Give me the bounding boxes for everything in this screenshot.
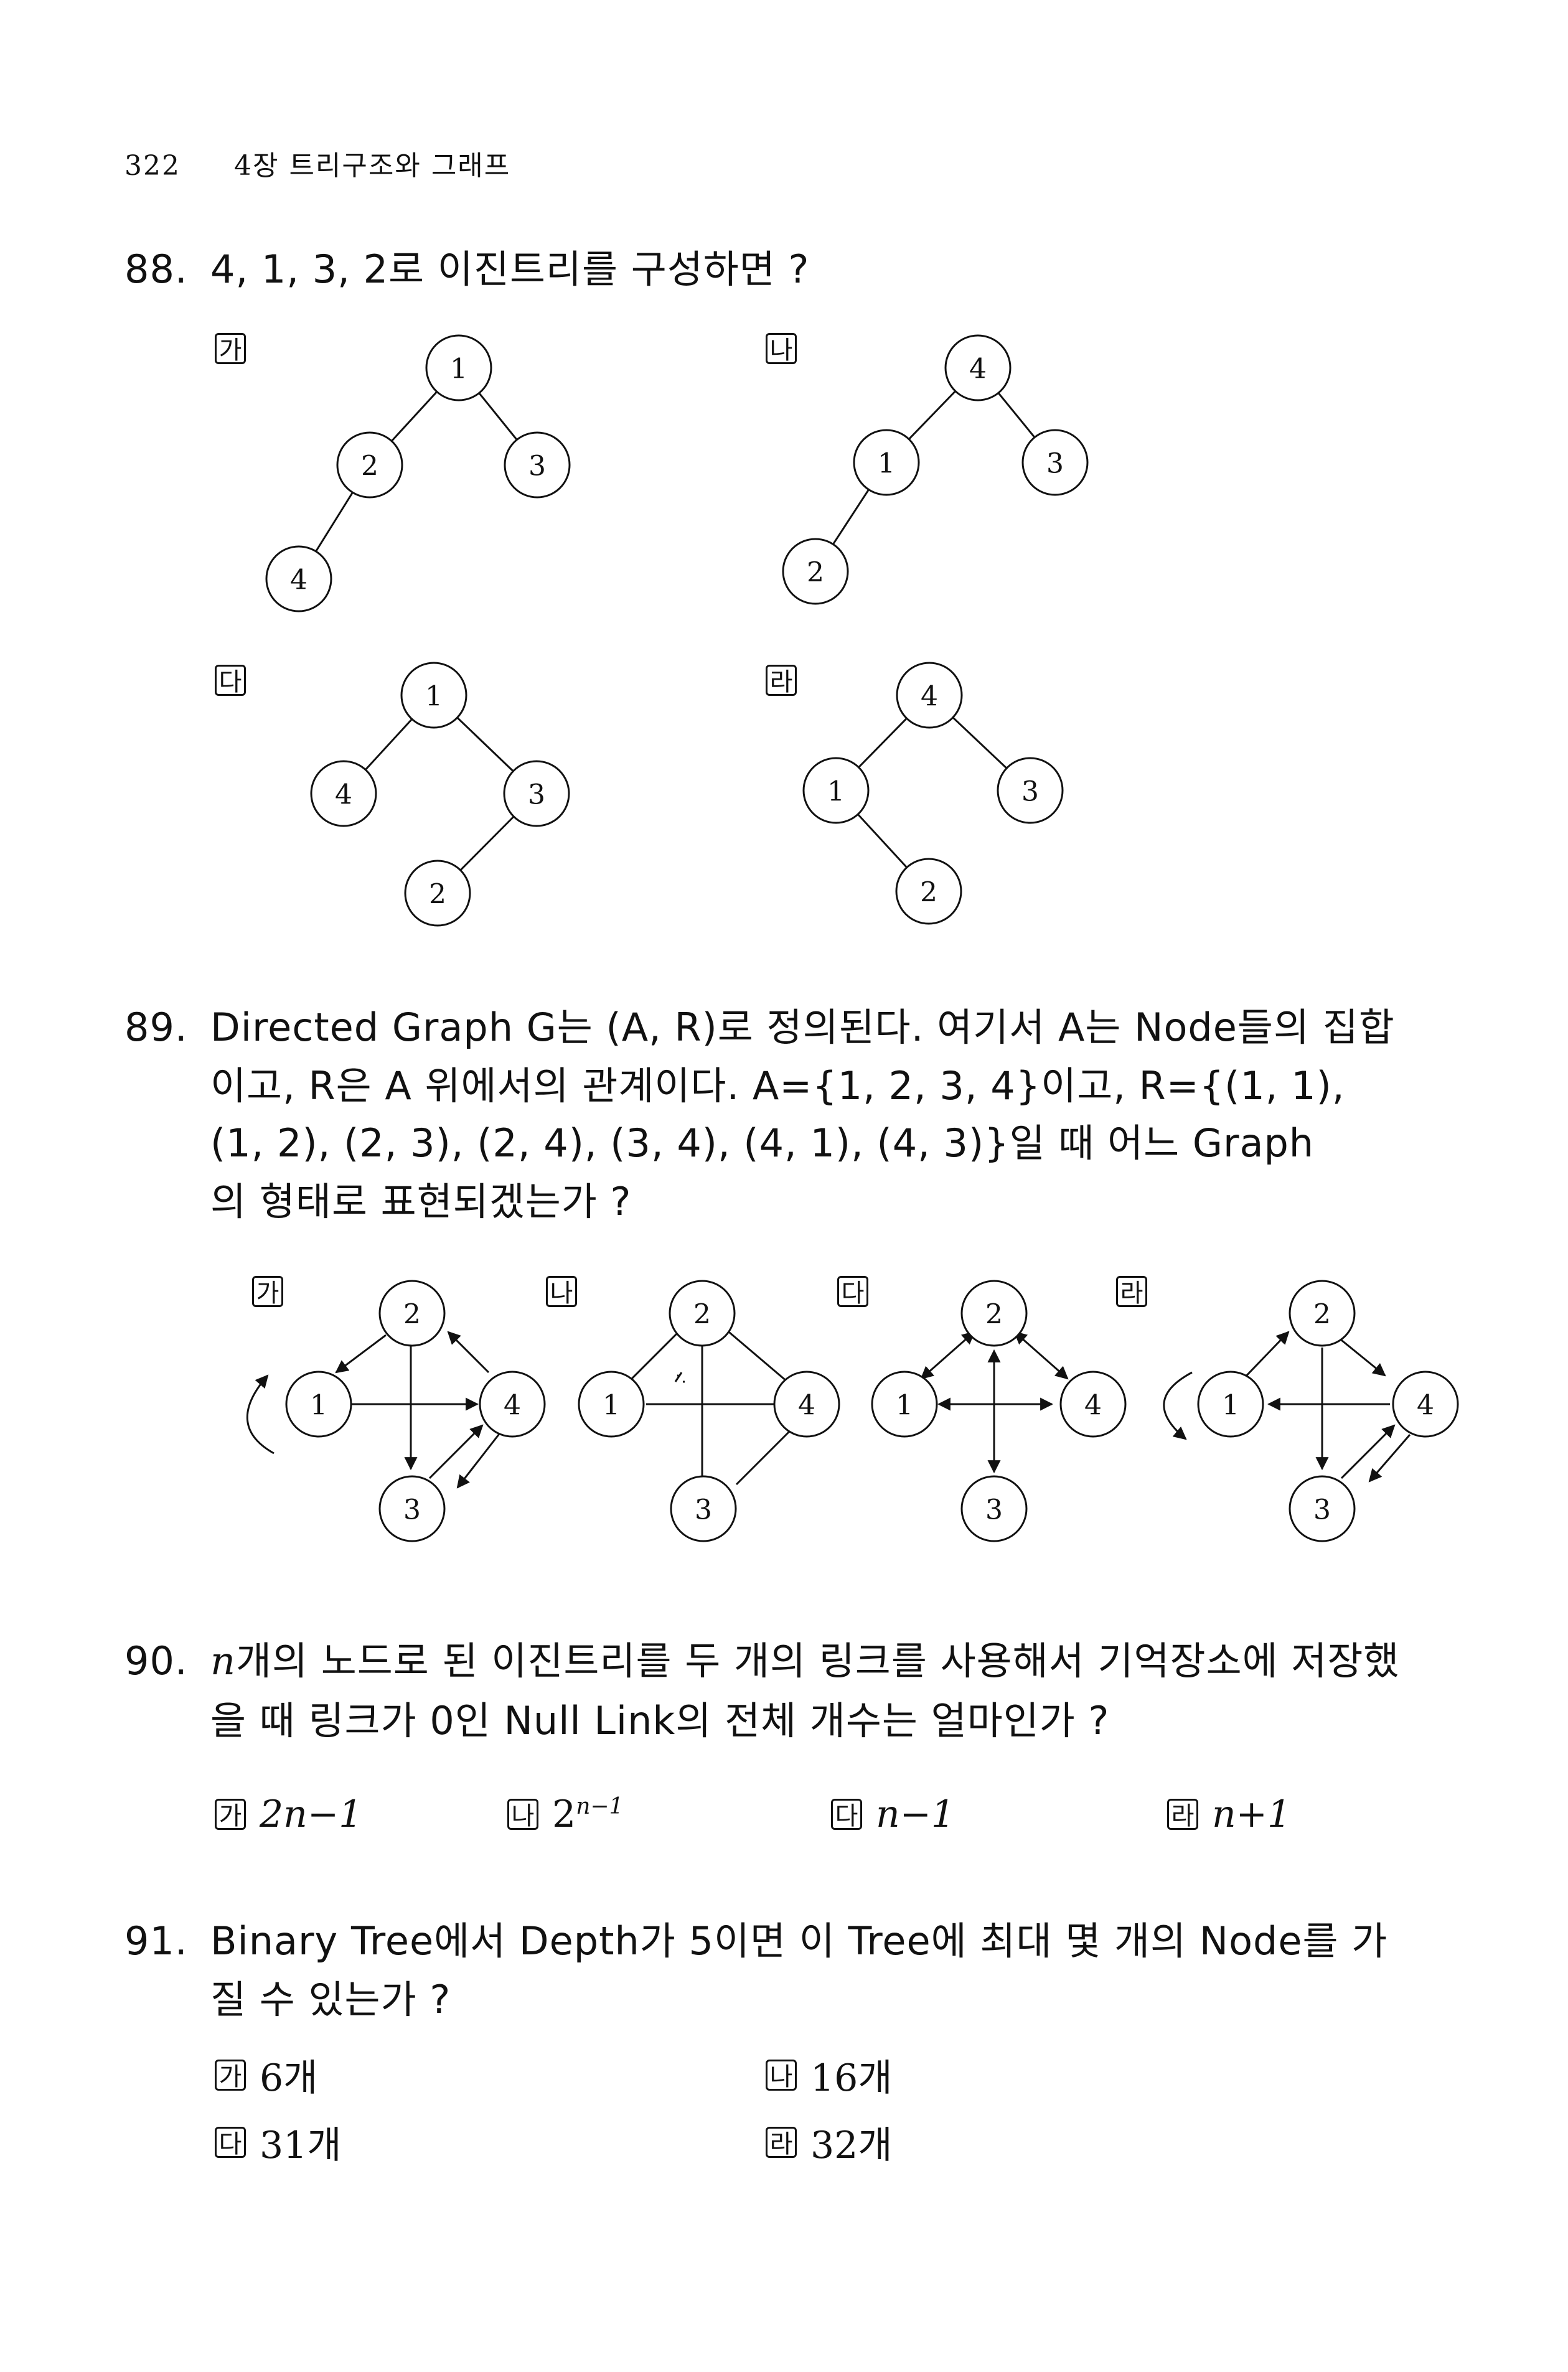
- graph-node: 2: [985, 1299, 1003, 1331]
- variable-n: n: [210, 1638, 236, 1684]
- choice-3[interactable]: 다 31개: [215, 2115, 342, 2169]
- option-label: 다: [837, 1276, 868, 1308]
- tree-node: 1: [878, 448, 895, 480]
- tree-node: 3: [528, 779, 545, 811]
- question-number: 88.: [124, 246, 188, 292]
- option-label: 가: [252, 1276, 283, 1308]
- choice-value: 32개: [810, 2124, 893, 2167]
- graph-node: 3: [1313, 1494, 1331, 1526]
- question-88: 88. 4, 1, 3, 2로 이진트리를 구성하면 ?: [124, 240, 809, 299]
- question-text-line: Binary Tree에서 Depth가 5이면 이 Tree에 최대 몇 개의…: [210, 1918, 1388, 1964]
- choice-label: 가: [215, 2059, 246, 2091]
- choice-2[interactable]: 나 16개: [766, 2048, 893, 2102]
- question-number: 89.: [124, 1005, 188, 1050]
- tree-node: 4: [921, 681, 938, 713]
- power-base: 2: [552, 1793, 576, 1836]
- choice-label: 다: [831, 1799, 862, 1831]
- option-label: 나: [766, 333, 797, 365]
- question-text-line: (1, 2), (2, 3), (2, 4), (3, 4), (4, 1), …: [210, 1120, 1315, 1166]
- tree-node: 3: [1046, 448, 1064, 480]
- graph-node: 4: [1084, 1390, 1102, 1422]
- choice-4[interactable]: 라 n+1: [1167, 1793, 1291, 1836]
- tree-node: 4: [290, 565, 307, 596]
- graph-node: 3: [403, 1494, 421, 1526]
- question-89: 89. Directed Graph G는 (A, R)로 정의된다. 여기서 A…: [124, 998, 1395, 1057]
- tree-node: 4: [335, 779, 352, 811]
- tree-node: 3: [528, 451, 546, 482]
- graph-node: 1: [1222, 1390, 1239, 1422]
- graph-node: 2: [403, 1299, 421, 1331]
- question-text-line: 질 수 있는가 ?: [210, 1977, 451, 2022]
- graph-node: 2: [693, 1299, 711, 1331]
- choice-value: 2n−1: [552, 1793, 623, 1836]
- choice-value: 2n−1: [260, 1793, 363, 1836]
- graph-node: 1: [896, 1390, 913, 1422]
- question-text: 4, 1, 3, 2로 이진트리를 구성하면 ?: [210, 246, 810, 292]
- choice-value: 16개: [810, 2056, 893, 2100]
- choice-value: 31개: [260, 2124, 342, 2167]
- graph-node: 1: [310, 1390, 327, 1422]
- choice-label: 나: [507, 1799, 538, 1831]
- graph-node: 4: [504, 1390, 521, 1422]
- choice-2[interactable]: 나 2n−1: [507, 1793, 623, 1836]
- choice-3[interactable]: 다 n−1: [831, 1793, 955, 1836]
- graph-node: 4: [1417, 1390, 1434, 1422]
- question-text-line: Directed Graph G는 (A, R)로 정의된다. 여기서 A는 N…: [210, 1005, 1395, 1050]
- tree-node: 1: [450, 354, 467, 385]
- tree-node: 2: [429, 879, 446, 911]
- tree-node: 4: [969, 354, 987, 385]
- choice-value: n+1: [1212, 1793, 1292, 1836]
- question-90: 90. n개의 노드로 된 이진트리를 두 개의 링크를 사용해서 기억장소에 저…: [124, 1632, 1399, 1690]
- graph-node: 4: [798, 1390, 815, 1422]
- graph-node: 2: [1313, 1299, 1331, 1331]
- option-label: 라: [1116, 1276, 1147, 1308]
- question-91: 91. Binary Tree에서 Depth가 5이면 이 Tree에 최대 몇…: [124, 1912, 1387, 1971]
- tree-node: 1: [425, 681, 443, 713]
- tree-node: 1: [827, 776, 845, 808]
- choice-label: 가: [215, 1799, 246, 1831]
- question-text-line: 이고, R은 A 위에서의 관계이다. A={1, 2, 3, 4}이고, R=…: [210, 1063, 1345, 1109]
- question-text-line: 개의 노드로 된 이진트리를 두 개의 링크를 사용해서 기억장소에 저장했: [235, 1638, 1400, 1684]
- tree-node: 2: [807, 557, 824, 589]
- question-number: 90.: [124, 1638, 188, 1684]
- q88-trees: 1 2 3 4 4 1 3 2 1 4 3 2 4 1 3 2: [265, 334, 1089, 927]
- tree-node: 3: [1021, 776, 1039, 808]
- page-number: 322: [124, 150, 181, 182]
- graph-node: 3: [985, 1494, 1003, 1526]
- graph-node: 3: [695, 1494, 712, 1526]
- choice-value: n−1: [876, 1793, 955, 1836]
- choice-label: 나: [766, 2059, 797, 2091]
- choice-label: 다: [215, 2126, 246, 2159]
- choice-value: 6개: [260, 2056, 318, 2100]
- option-label: 라: [766, 665, 797, 696]
- option-label: 가: [215, 333, 246, 365]
- question-text-line: 을 때 링크가 0인 Null Link의 전체 개수는 얼마인가 ?: [210, 1698, 1110, 1743]
- page-header: 322 4장 트리구조와 그래프: [124, 143, 510, 183]
- q89-graphs: 1 2 3 4 1 2 3 4 1 2 3 4 1 2 3 4: [246, 1280, 1459, 1542]
- question-number: 91.: [124, 1918, 188, 1964]
- tree-node: 2: [361, 451, 378, 482]
- choice-label: 라: [766, 2126, 797, 2159]
- option-label: 다: [215, 665, 246, 696]
- choice-label: 라: [1167, 1799, 1198, 1831]
- chapter-title: 4장 트리구조와 그래프: [233, 150, 511, 182]
- choice-4[interactable]: 라 32개: [766, 2115, 893, 2169]
- power-exponent: n−1: [576, 1794, 624, 1819]
- graph-node: 1: [603, 1390, 620, 1422]
- question-text-line: 의 형태로 표현되겠는가 ?: [210, 1179, 632, 1224]
- choice-1[interactable]: 가 2n−1: [215, 1793, 362, 1836]
- option-label: 나: [546, 1276, 577, 1308]
- choice-1[interactable]: 가 6개: [215, 2048, 317, 2102]
- tree-node: 2: [920, 877, 937, 909]
